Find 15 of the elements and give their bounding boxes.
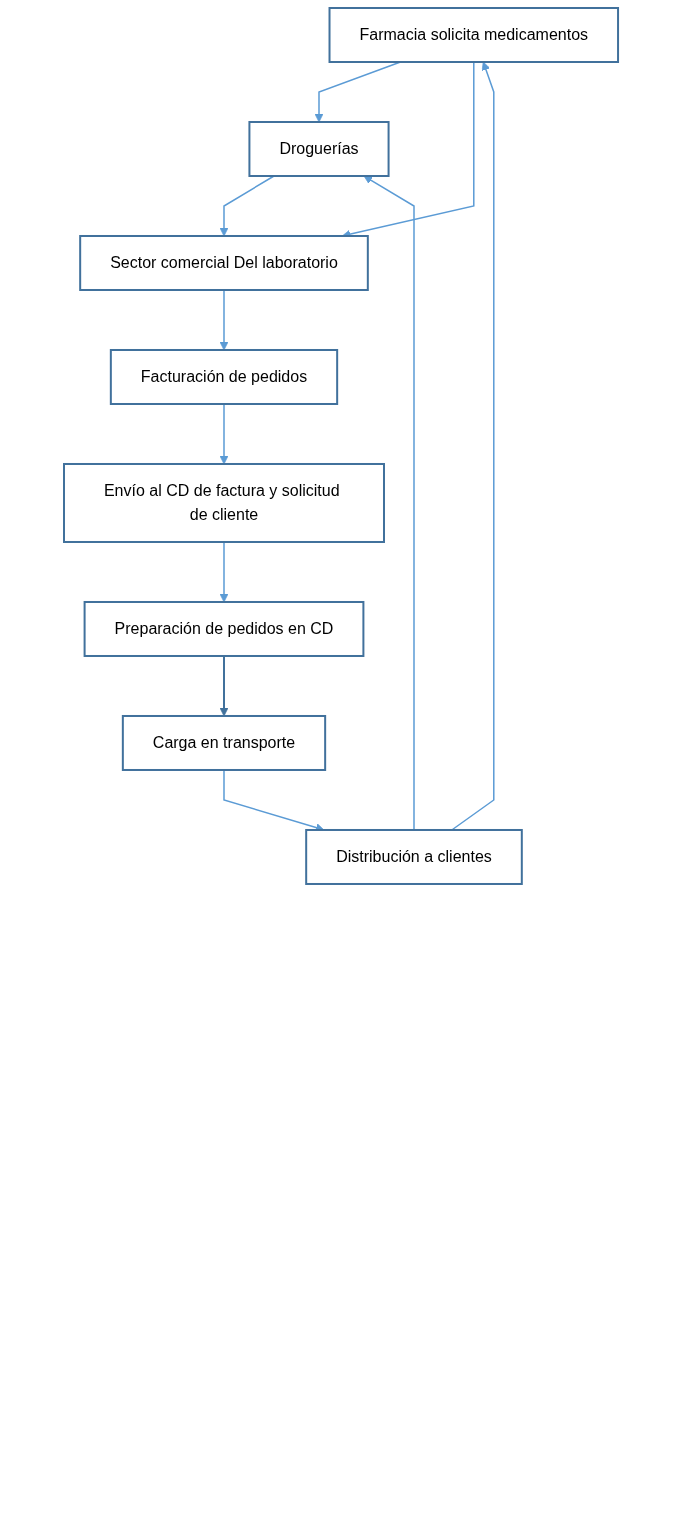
- node-box: Preparación de pedidos en CD: [83, 601, 365, 657]
- arrow: [219, 403, 229, 465]
- arrow: [219, 655, 229, 717]
- node-box: Distribución a clientes: [305, 829, 523, 885]
- node-box: Farmacia solicita medicamentos: [328, 7, 619, 63]
- node-box: Envío al CD de factura y solicitud de cliente: [62, 463, 385, 543]
- arrow: [219, 541, 229, 603]
- arrow: [363, 175, 415, 831]
- node-box: Facturación de pedidos: [109, 349, 339, 405]
- node-box: Carga en transporte: [121, 715, 327, 771]
- node-box: Sector comercial Del laboratorio: [79, 235, 369, 291]
- arrow: [451, 61, 495, 831]
- arrow: [219, 289, 229, 351]
- arrow: [219, 175, 275, 237]
- node-box: Droguerías: [248, 121, 390, 177]
